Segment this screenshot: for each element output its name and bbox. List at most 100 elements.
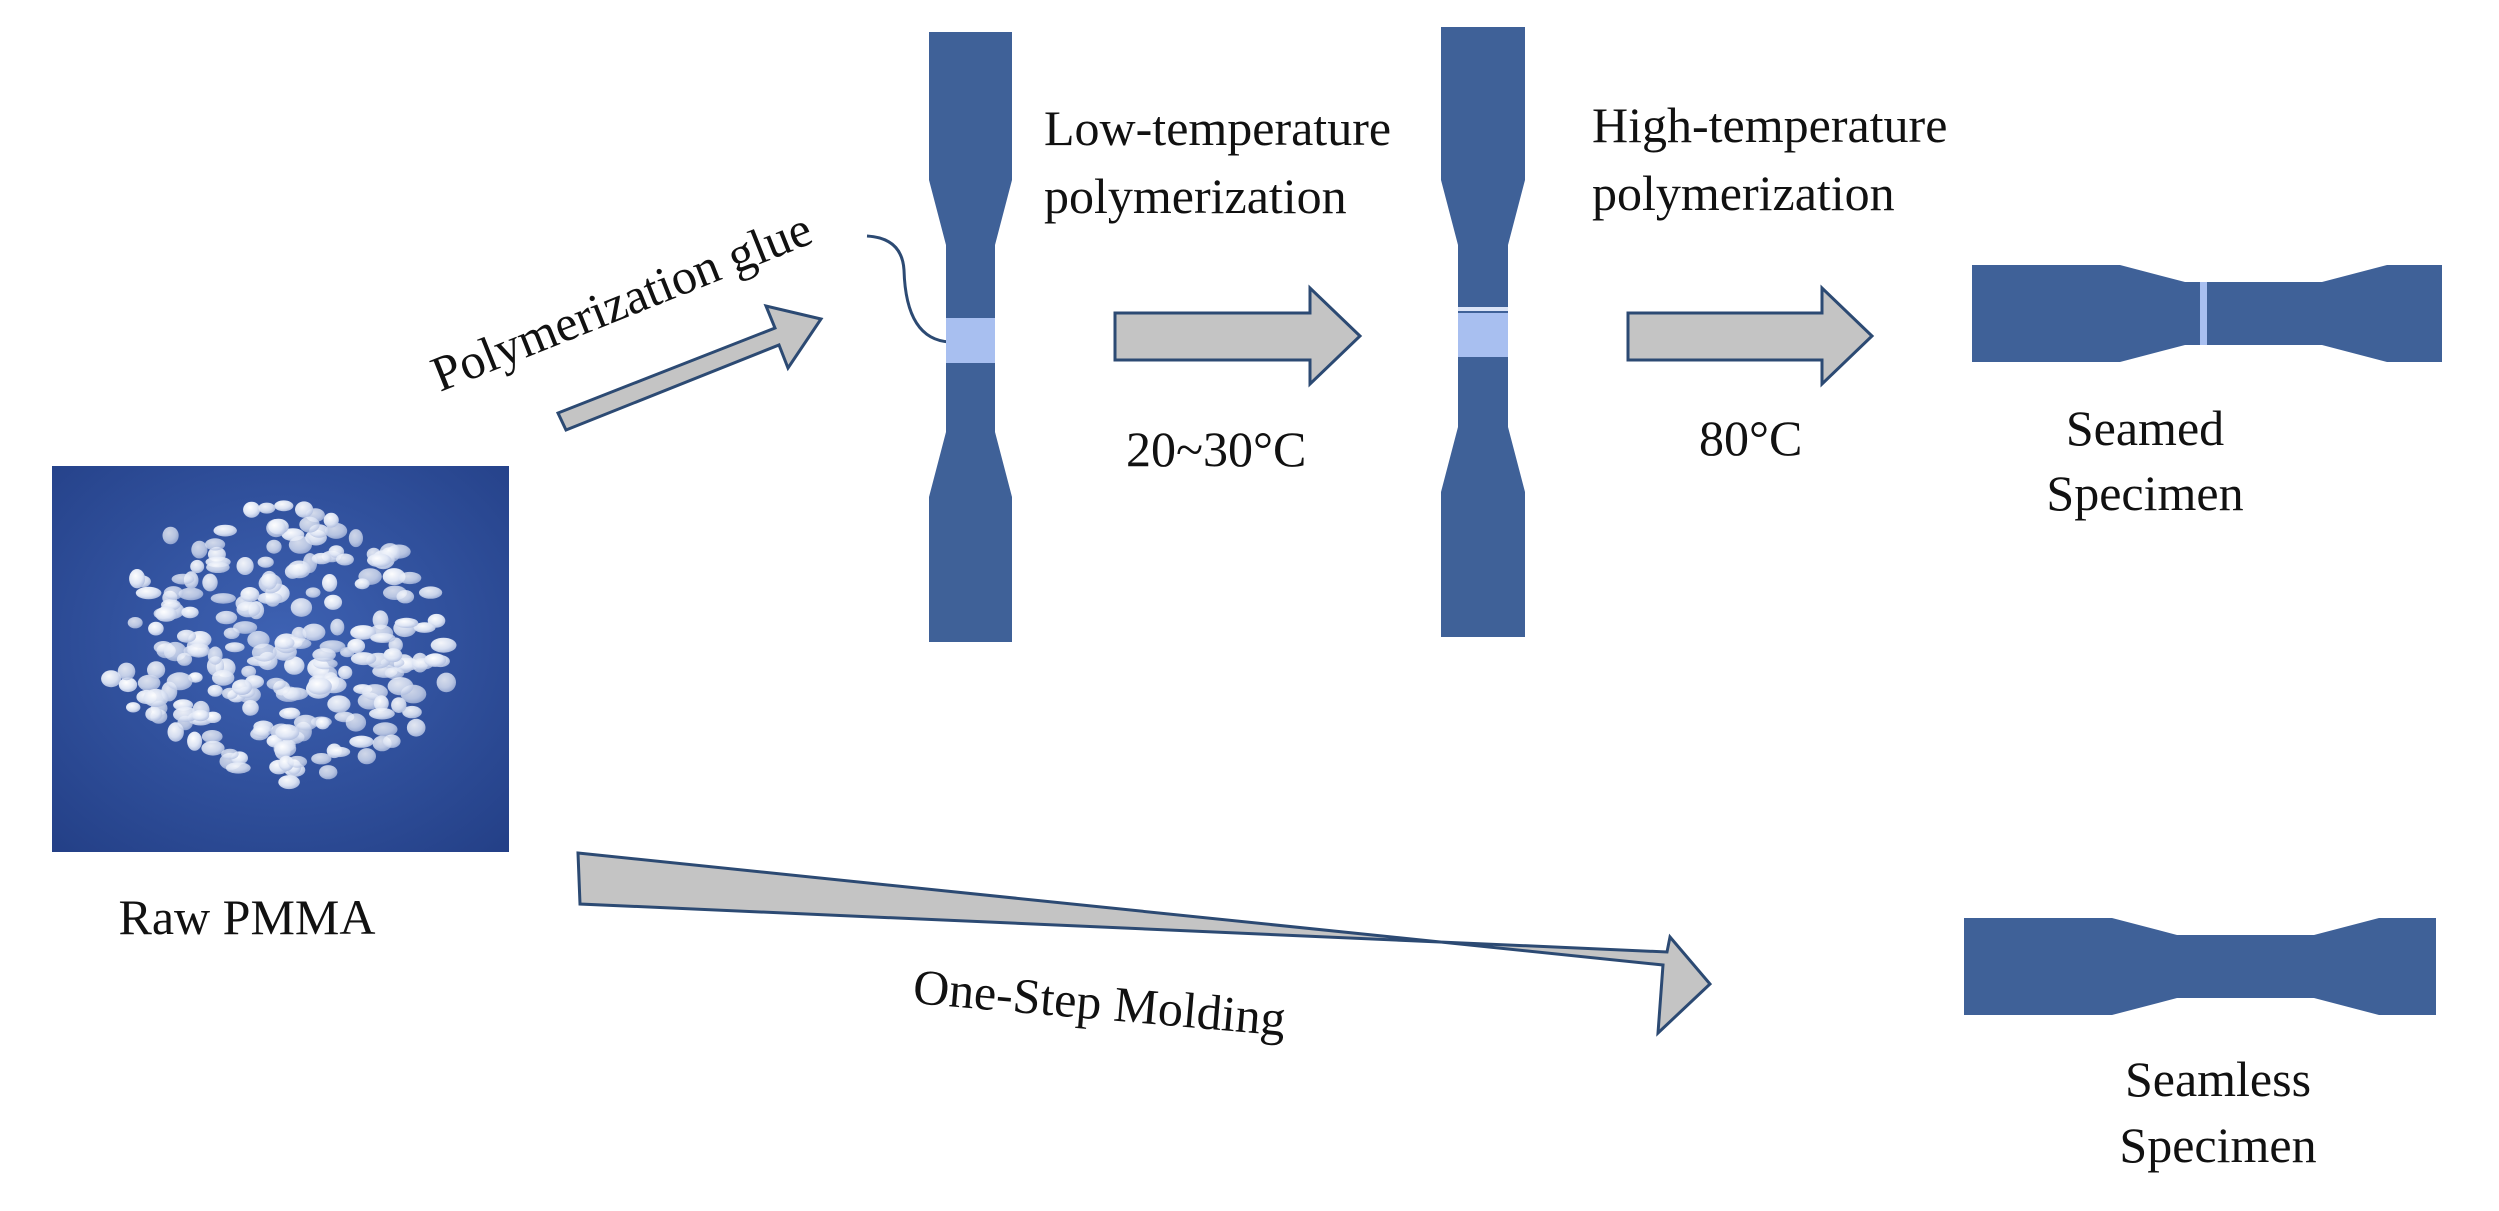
pmma-pellet bbox=[231, 679, 253, 695]
pmma-pellet bbox=[367, 553, 392, 568]
pmma-pellet bbox=[163, 586, 184, 600]
pmma-pellet bbox=[201, 730, 223, 743]
pmma-pellet bbox=[221, 748, 239, 760]
pmma-pellet bbox=[354, 578, 370, 590]
pmma-pellet bbox=[311, 552, 332, 565]
seamed-specimen bbox=[1972, 265, 2442, 362]
pmma-pellet bbox=[177, 629, 196, 643]
pmma-pellet bbox=[279, 707, 301, 720]
pmma-pellet bbox=[330, 618, 345, 636]
pmma-pellet bbox=[257, 556, 274, 568]
pmma-pellet bbox=[233, 621, 258, 634]
pmma-pellet bbox=[258, 502, 276, 514]
pmma-pellet bbox=[191, 709, 210, 722]
pmma-pellet bbox=[243, 501, 261, 518]
pmma-pellet bbox=[430, 637, 457, 653]
pmma-pellet bbox=[143, 688, 169, 708]
pmma-pellet bbox=[240, 587, 260, 602]
pmma-pellet bbox=[287, 560, 311, 579]
pmma-pellet bbox=[345, 713, 367, 732]
pmma-pellet bbox=[312, 648, 336, 662]
seamless-label-line2: Specimen bbox=[2119, 1117, 2316, 1173]
pmma-pellet bbox=[190, 559, 205, 574]
pmma-pellet bbox=[369, 707, 395, 720]
pmma-pellet bbox=[223, 627, 240, 639]
pmma-pellet bbox=[406, 718, 426, 737]
pmma-pellet bbox=[347, 638, 366, 654]
pmma-pellet bbox=[135, 586, 162, 600]
pmma-pellet bbox=[357, 748, 376, 765]
pmma-pellet bbox=[323, 512, 339, 528]
low-temp-value: 20~30°C bbox=[1126, 421, 1306, 477]
one-step-label: One-Step Molding bbox=[911, 958, 1288, 1046]
pmma-pellet bbox=[191, 540, 208, 559]
glue-seam bbox=[946, 318, 995, 363]
pmma-pellet bbox=[257, 592, 283, 605]
pmma-pellet bbox=[419, 586, 443, 599]
polymerization-glue-label: Polymerization glue bbox=[423, 200, 819, 402]
glue-arrow bbox=[555, 303, 824, 432]
pmma-pellet bbox=[166, 672, 193, 691]
pmma-pellet bbox=[372, 610, 389, 630]
pmma-pellet bbox=[383, 734, 401, 748]
pmma-pellet bbox=[274, 636, 295, 650]
pmma-pellet bbox=[187, 731, 203, 751]
pmma-pellet bbox=[327, 695, 351, 713]
pmma-pellet bbox=[225, 642, 245, 653]
pmma-pellet bbox=[324, 594, 343, 610]
pmma-pellet bbox=[398, 571, 422, 585]
pmma-pellet bbox=[118, 677, 138, 693]
pmma-pellet bbox=[171, 573, 195, 585]
pmma-pellet bbox=[384, 667, 405, 680]
pmma-pellet bbox=[273, 740, 297, 758]
low-temp-label-line1: Low-temperature bbox=[1044, 100, 1391, 156]
pmma-pellet bbox=[178, 587, 204, 601]
pmma-pellet bbox=[391, 697, 407, 713]
pmma-pellet bbox=[387, 677, 414, 696]
seamed-label-line2: Specimen bbox=[2046, 465, 2243, 521]
pmma-pellet bbox=[350, 652, 377, 666]
pmma-pellet bbox=[424, 653, 447, 667]
pmma-pellet bbox=[349, 735, 374, 748]
pmma-pellet bbox=[251, 643, 277, 662]
pmma-pellet bbox=[252, 724, 273, 737]
pmma-pellet bbox=[101, 670, 122, 688]
pmma-pellet bbox=[155, 606, 178, 622]
seamed-label-line1: Seamed bbox=[2066, 400, 2224, 456]
raw-pmma-label: Raw PMMA bbox=[119, 889, 376, 945]
cured-seam bbox=[1458, 313, 1508, 357]
pmma-pellet bbox=[287, 755, 308, 768]
pmma-pellet bbox=[148, 621, 164, 636]
pmma-pellet bbox=[373, 695, 389, 712]
pmma-pellet bbox=[413, 622, 436, 633]
pmma-pellet bbox=[266, 677, 286, 690]
pmma-pellet bbox=[315, 717, 330, 730]
pmma-pellet bbox=[137, 674, 161, 692]
pmma-pellet bbox=[147, 661, 166, 679]
pmma-pellet bbox=[261, 570, 278, 590]
glued-specimen-vertical bbox=[929, 32, 1012, 642]
high-temp-arrow bbox=[1626, 284, 1875, 388]
pmma-pellet bbox=[212, 669, 235, 686]
pmma-pellet bbox=[236, 557, 254, 575]
pmma-pellet bbox=[290, 598, 313, 617]
seam-line bbox=[2200, 282, 2207, 345]
pmma-pellet bbox=[436, 672, 456, 693]
pmma-pellet bbox=[210, 593, 236, 604]
pmma-pellet bbox=[201, 740, 225, 756]
raw-pmma-photo bbox=[52, 466, 509, 852]
pmma-pellet bbox=[402, 705, 422, 719]
pmma-pellet bbox=[284, 656, 305, 675]
pmma-pellet bbox=[127, 617, 143, 629]
pmma-pellet bbox=[145, 706, 163, 722]
low-temp-label-line2: polymerization bbox=[1044, 168, 1347, 224]
pmma-pellet bbox=[305, 587, 321, 598]
one-step-arrow bbox=[576, 851, 1713, 1037]
pmma-pellet bbox=[241, 665, 257, 678]
pmma-pellet bbox=[206, 561, 230, 573]
pmma-pellets bbox=[101, 500, 457, 790]
pmma-pellet bbox=[162, 526, 179, 545]
pmma-pellet bbox=[181, 606, 199, 619]
polymerized-specimen-vertical bbox=[1441, 27, 1525, 637]
